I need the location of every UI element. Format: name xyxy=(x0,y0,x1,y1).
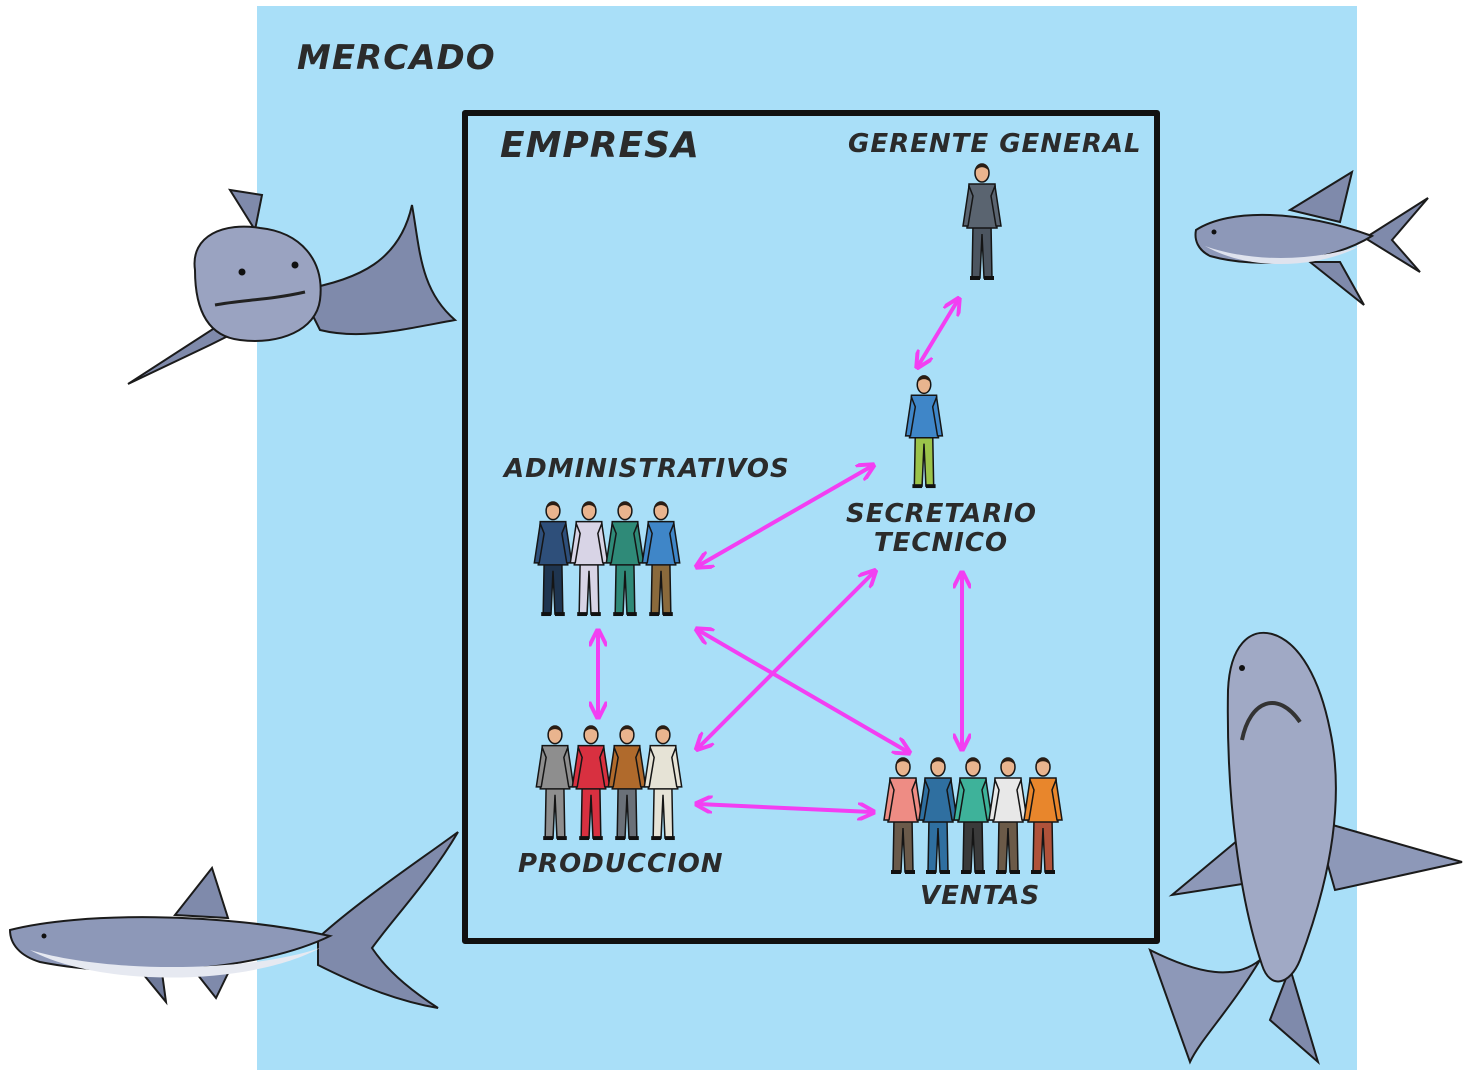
shark-icon xyxy=(8,831,459,1009)
company-label: EMPRESA xyxy=(500,125,700,166)
person-icon xyxy=(641,501,681,617)
person-icon xyxy=(953,757,993,874)
secretario-label-line2: TECNICO xyxy=(873,527,1009,558)
administrativos-group xyxy=(533,501,681,617)
person-icon xyxy=(962,163,1002,280)
produccion-group xyxy=(535,725,683,841)
person-icon xyxy=(533,501,573,617)
person-icon xyxy=(607,725,647,841)
person-icon xyxy=(883,757,923,874)
ventas-label: VENTAS xyxy=(920,881,1041,911)
produccion-label: PRODUCCION xyxy=(518,849,724,879)
company-frame xyxy=(462,110,1160,944)
arrow-gerente-secretario xyxy=(918,300,958,366)
person-icon xyxy=(535,725,575,841)
person-icon xyxy=(605,501,645,617)
person-icon xyxy=(571,725,611,841)
connection-arrows xyxy=(598,300,962,812)
person-icon xyxy=(988,757,1028,874)
arrow-secretario-produccion xyxy=(698,572,874,748)
market-label: MERCADO xyxy=(297,38,496,78)
shark-icon xyxy=(1194,169,1429,306)
person-icon xyxy=(569,501,609,617)
person-icon xyxy=(1023,757,1063,874)
person-icon xyxy=(918,757,958,874)
arrow-administrativos-ventas xyxy=(698,630,908,752)
shark-icon xyxy=(127,188,458,385)
ventas-group xyxy=(883,757,1063,874)
person-icon xyxy=(904,375,944,489)
gerente-general-figure xyxy=(962,163,1002,280)
arrow-produccion-ventas xyxy=(698,804,872,812)
arrow-secretario-administrativos xyxy=(698,466,872,566)
secretario-tecnico-figure xyxy=(904,375,944,489)
gerente-general-label: GERENTE GENERAL xyxy=(848,129,1142,159)
person-icon xyxy=(643,725,683,841)
shark-icon xyxy=(1148,631,1463,1066)
